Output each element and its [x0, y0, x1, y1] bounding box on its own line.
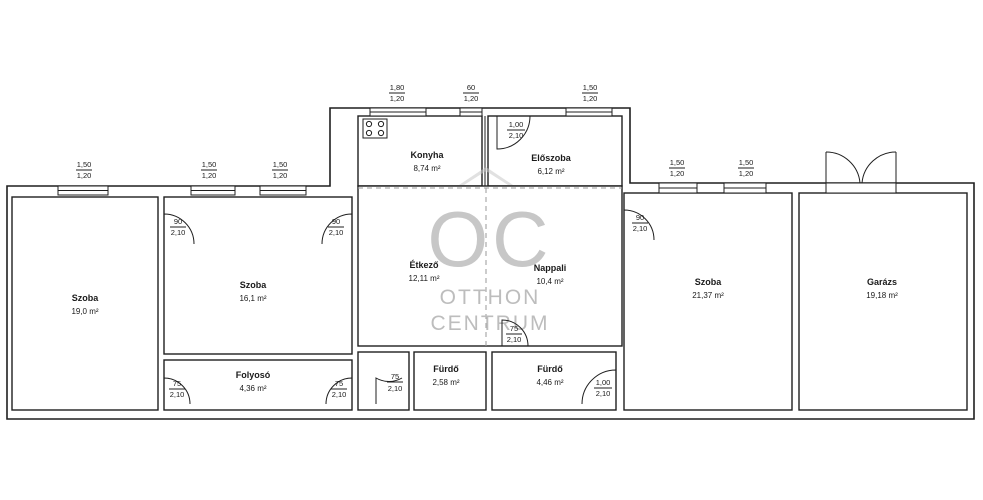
room-labels: Szoba 19,0 m² Szoba 16,1 m² Folyosó 4,36… [71, 150, 898, 393]
room-garazs [798, 192, 968, 411]
room-area: 8,74 m² [413, 164, 440, 173]
room-name: Garázs [867, 277, 897, 287]
door-height: 2,10 [388, 384, 403, 393]
door-height: 2,10 [171, 228, 186, 237]
room-area: 16,1 m² [239, 294, 266, 303]
window-width: 60 [467, 83, 475, 92]
door-height: 2,10 [507, 335, 522, 344]
door-swing-icon [501, 319, 529, 347]
door-height: 2,10 [329, 228, 344, 237]
room-name: Szoba [72, 293, 99, 303]
room-name: Nappali [534, 263, 567, 273]
door-swing-icon [623, 209, 655, 241]
door-width: 1,00 [509, 120, 524, 129]
door-swing-icon [163, 377, 191, 405]
room-name: Előszoba [531, 153, 572, 163]
door-labels: 90 2,10 90 2,10 1,00 2,10 90 2,10 75 2,1… [169, 120, 648, 399]
rooms [11, 115, 968, 411]
window-height: 1,20 [670, 169, 685, 178]
room-name: Étkező [409, 260, 439, 270]
door-width: 75 [510, 324, 518, 333]
door-height: 2,10 [509, 131, 524, 140]
window-height: 1,20 [77, 171, 92, 180]
door-width: 90 [174, 217, 182, 226]
room-name: Fürdő [537, 364, 563, 374]
room-name: Konyha [410, 150, 444, 160]
window-height: 1,20 [583, 94, 598, 103]
door-swing-icon [581, 369, 617, 405]
door-width: 75 [391, 372, 399, 381]
room-name: Szoba [240, 280, 267, 290]
window-height: 1,20 [202, 171, 217, 180]
door-height: 2,10 [633, 224, 648, 233]
room-folyoso [163, 359, 353, 411]
room-area: 21,37 m² [692, 291, 724, 300]
door-swings [163, 115, 655, 405]
watermark-line1: OTTHON [440, 286, 541, 309]
door-width: 90 [636, 213, 644, 222]
door-width: 1,00 [596, 378, 611, 387]
window-height: 1,20 [390, 94, 405, 103]
window-width: 1,50 [739, 158, 754, 167]
window-labels: 1,50 1,20 1,50 1,20 1,50 1,20 1,80 1,20 … [76, 83, 754, 180]
room-area: 10,4 m² [536, 277, 563, 286]
room-eloszoba [487, 115, 623, 187]
window-height: 1,20 [464, 94, 479, 103]
watermark-line2: CENTRUM [431, 312, 550, 335]
window-height: 1,20 [273, 171, 288, 180]
room-area: 12,11 m² [409, 274, 440, 283]
window-height: 1,20 [739, 169, 754, 178]
door-width: 75 [173, 379, 181, 388]
room-szoba-left [11, 196, 159, 411]
door-swing-icon [496, 115, 531, 150]
room-furdo-small [413, 351, 487, 411]
door-swing-icon [325, 377, 353, 405]
window-width: 1,50 [273, 160, 288, 169]
room-etkezo-nappali [357, 185, 623, 347]
window-width: 1,50 [77, 160, 92, 169]
room-area: 2,58 m² [432, 378, 459, 387]
door-swing-icon [321, 213, 353, 245]
window-width: 1,50 [202, 160, 217, 169]
window-width: 1,50 [670, 158, 685, 167]
room-name: Folyosó [236, 370, 271, 380]
room-area: 19,18 m² [866, 291, 898, 300]
watermark-logo: OC OTTHON CENTRUM [428, 167, 553, 335]
windows [57, 107, 767, 196]
room-name: Fürdő [433, 364, 459, 374]
watermark-logo-letters: OC [428, 195, 553, 283]
room-area: 19,0 m² [71, 307, 98, 316]
door-height: 2,10 [596, 389, 611, 398]
garage-double-door-icon [825, 151, 897, 194]
room-area: 4,46 m² [536, 378, 563, 387]
room-szoba-right [623, 192, 793, 411]
stove-icon [362, 118, 388, 139]
room-area: 6,12 m² [537, 167, 564, 176]
door-height: 2,10 [170, 390, 185, 399]
door-swing-icon [163, 213, 195, 245]
door-height: 2,10 [332, 390, 347, 399]
room-area: 4,36 m² [239, 384, 266, 393]
door-width: 90 [332, 217, 340, 226]
door-swing-icon [375, 377, 403, 404]
room-furdo-large [491, 351, 617, 411]
room-szoba-middle [163, 196, 353, 355]
window-width: 1,50 [583, 83, 598, 92]
door-width: 75 [335, 379, 343, 388]
window-width: 1,80 [390, 83, 405, 92]
room-name: Szoba [695, 277, 722, 287]
